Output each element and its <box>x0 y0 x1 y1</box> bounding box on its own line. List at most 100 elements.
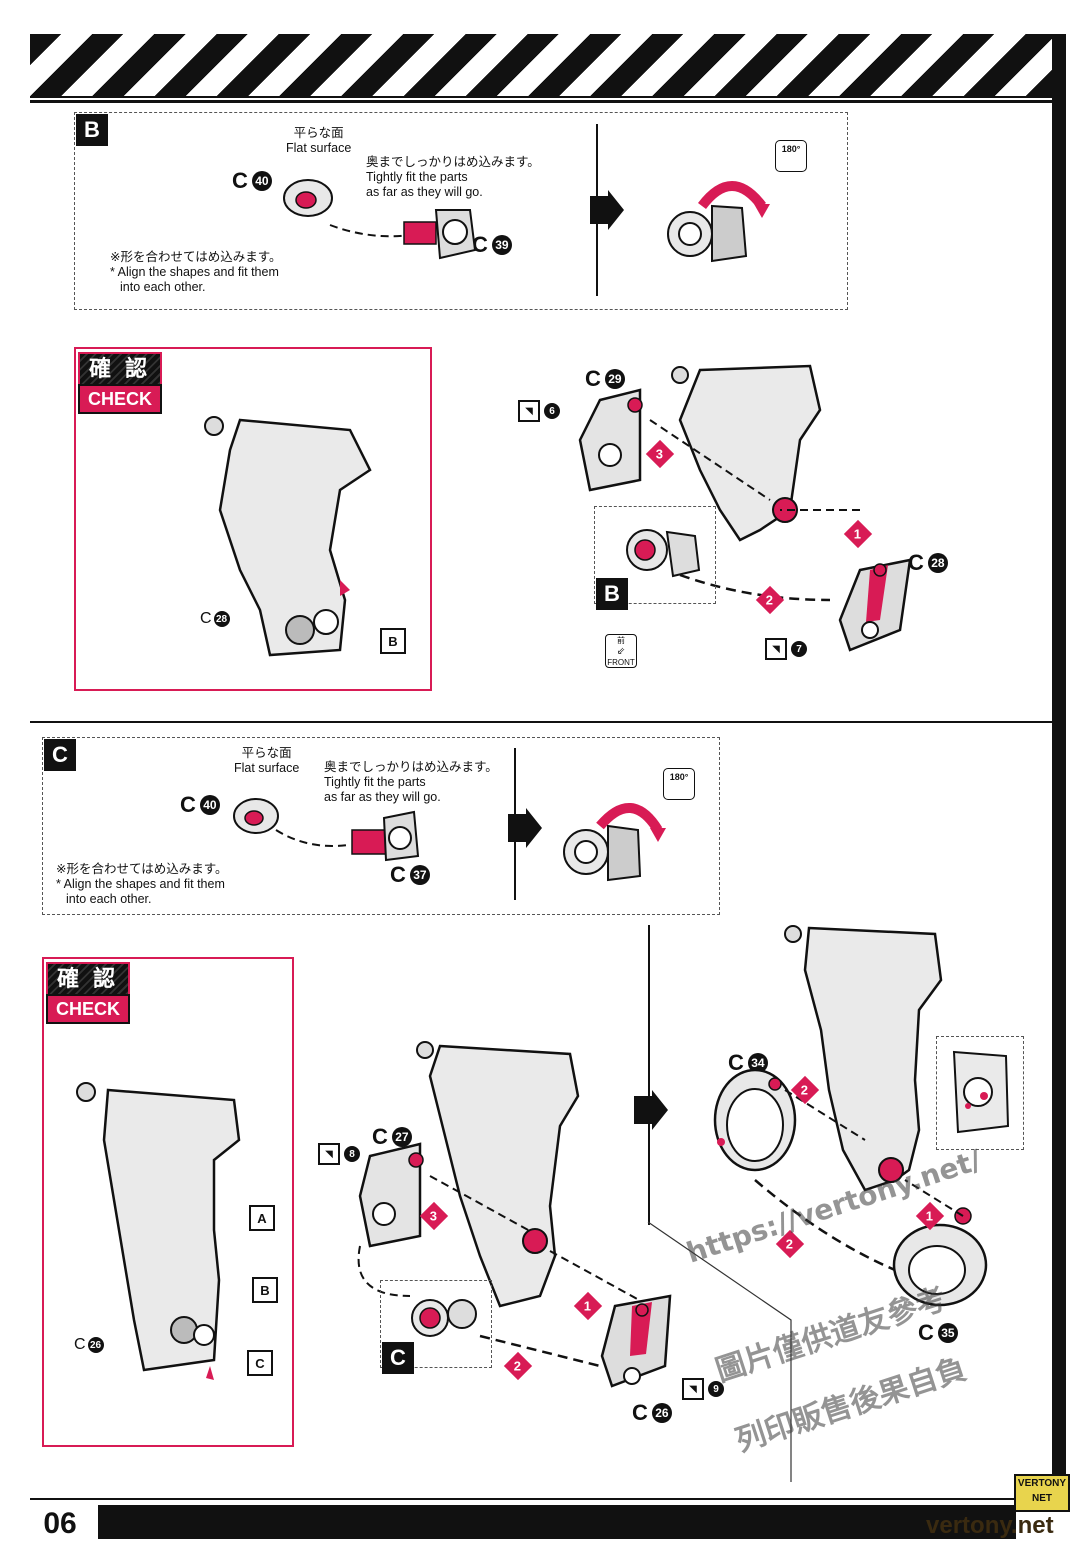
part-label-c28: C 28 <box>908 550 948 576</box>
footer-rule <box>30 1498 1066 1500</box>
sticker-8: ◥ 8 <box>318 1143 360 1165</box>
right-edge-bar <box>1052 34 1066 1500</box>
fit-ja: 奥までしっかりはめ込みます。 <box>366 155 540 169</box>
align-en-2: into each other. <box>120 280 206 294</box>
check-b-arm-drawing <box>204 416 372 657</box>
step-number: 3 <box>430 1208 438 1224</box>
part-prefix: C <box>585 366 601 391</box>
site-logo: VERTONY NET <box>1014 1474 1070 1512</box>
sticker-7: ◥ 7 <box>765 638 807 660</box>
page-number-text: 06 <box>43 1507 77 1540</box>
next-arrow-c <box>508 808 542 848</box>
inset-badge-c: C <box>382 1342 414 1374</box>
part-label-c27: C 27 <box>372 1124 412 1150</box>
check-box-b <box>74 347 432 691</box>
sticker-icon: ◥ <box>765 638 787 660</box>
sticker-number: 7 <box>791 641 807 657</box>
align-ja: ※形を合わせてはめ込みます。 <box>110 250 282 264</box>
part-number: 27 <box>391 1127 412 1147</box>
flat-surface-ja: 平らな面 <box>241 746 292 760</box>
fit-en-2: as far as they will go. <box>366 185 483 199</box>
part-number: 28 <box>213 611 230 627</box>
step-number: 2 <box>514 1358 522 1374</box>
flat-surface-caption-c: 平らな面 Flat surface <box>234 746 299 776</box>
part-number: 37 <box>409 865 430 885</box>
fit-en-1: Tightly fit the parts <box>366 170 468 184</box>
logo-sub: NET <box>1032 1493 1052 1504</box>
step-number: 1 <box>854 526 862 542</box>
fit-caption-b: 奥までしっかりはめ込みます。 Tightly fit the parts as … <box>366 155 540 200</box>
rotated-part-c-drawing <box>563 803 666 882</box>
check-c-badge-b: B <box>252 1277 278 1303</box>
step-number: 2 <box>801 1082 809 1098</box>
check-ja: 確 認 <box>78 352 162 384</box>
step-number: 2 <box>766 592 774 608</box>
check-b-part-c28: C 28 <box>200 610 230 628</box>
rotated-part-b-drawing <box>667 181 770 263</box>
subassembly-c-inset-drawing <box>411 1299 477 1337</box>
step-number: 1 <box>926 1208 934 1224</box>
part-number: 39 <box>491 235 512 255</box>
sticker-9: ◥ 9 <box>682 1378 724 1400</box>
part-number: 26 <box>87 1337 104 1353</box>
assembly-c-drawing <box>357 1041 672 1388</box>
check-box-c <box>42 957 294 1447</box>
part-prefix: C <box>200 610 212 627</box>
check-ja: 確 認 <box>46 962 130 994</box>
part-number: 40 <box>199 795 220 815</box>
part-number: 35 <box>937 1323 958 1343</box>
align-en-1: * Align the shapes and fit them <box>110 265 279 279</box>
subassembly-b-box <box>74 112 848 310</box>
sticker-number: 9 <box>708 1381 724 1397</box>
subassembly-b-drawing <box>283 179 477 260</box>
part-label-c40-c: C 40 <box>180 792 220 818</box>
part-label-c37: C 37 <box>390 862 430 888</box>
rotate-180-icon-c: 180° <box>663 768 695 800</box>
align-caption-c: ※形を合わせてはめ込みます。 * Align the shapes and fi… <box>56 862 227 907</box>
assembly-b-drawing <box>578 364 912 652</box>
detail-inset-drawing <box>952 1050 1010 1134</box>
align-caption-b: ※形を合わせてはめ込みます。 * Align the shapes and fi… <box>110 250 281 295</box>
sticker-number: 8 <box>344 1146 360 1162</box>
subassembly-b-inset <box>594 506 716 604</box>
part-label-c40-b: C 40 <box>232 168 272 194</box>
flat-surface-en: Flat surface <box>234 761 300 775</box>
part-number: 26 <box>651 1403 672 1423</box>
part-label-c39: C 39 <box>472 232 512 258</box>
step-number: 1 <box>584 1298 592 1314</box>
subassembly-c-inset <box>380 1280 492 1368</box>
fit-caption-c: 奥までしっかりはめ込みます。 Tightly fit the parts as … <box>324 760 498 805</box>
part-number: 28 <box>927 553 948 573</box>
next-arrow-final <box>634 1090 668 1130</box>
check-badge-b: 確 認 CHECK <box>78 352 162 414</box>
site-name: vertony.net <box>926 1512 1054 1539</box>
part-prefix: C <box>180 792 196 817</box>
sticker-icon: ◥ <box>318 1143 340 1165</box>
check-en: CHECK <box>78 384 162 414</box>
part-prefix: C <box>728 1050 744 1075</box>
step-badge-b: B <box>76 114 108 146</box>
detail-inset <box>936 1036 1024 1150</box>
part-prefix: C <box>232 168 248 193</box>
part-number: 40 <box>251 171 272 191</box>
leader-line <box>647 1221 792 1482</box>
flat-surface-caption-b: 平らな面 Flat surface <box>286 126 351 156</box>
sticker-6: ◥ 6 <box>518 400 560 422</box>
page-number: 06 <box>30 1505 90 1543</box>
part-prefix: C <box>632 1400 648 1425</box>
front-indicator-icon: 前 ⇙ FRONT <box>605 634 637 668</box>
part-prefix: C <box>372 1124 388 1149</box>
header-hazard-stripes <box>30 34 1066 98</box>
fit-ja: 奥までしっかりはめ込みます。 <box>324 760 498 774</box>
footer-bar <box>98 1505 1016 1539</box>
sticker-icon: ◥ <box>682 1378 704 1400</box>
section-divider-mid <box>30 721 1054 723</box>
check-badge-c: 確 認 CHECK <box>46 962 130 1024</box>
rotate-180-icon-b: 180° <box>775 140 807 172</box>
inset-badge-b: B <box>596 578 628 610</box>
check-b-badge-b: B <box>380 628 406 654</box>
front-en: FRONT <box>607 658 635 667</box>
align-en-1: * Align the shapes and fit them <box>56 877 225 891</box>
align-ja: ※形を合わせてはめ込みます。 <box>56 862 228 876</box>
step-number: 3 <box>656 446 664 462</box>
